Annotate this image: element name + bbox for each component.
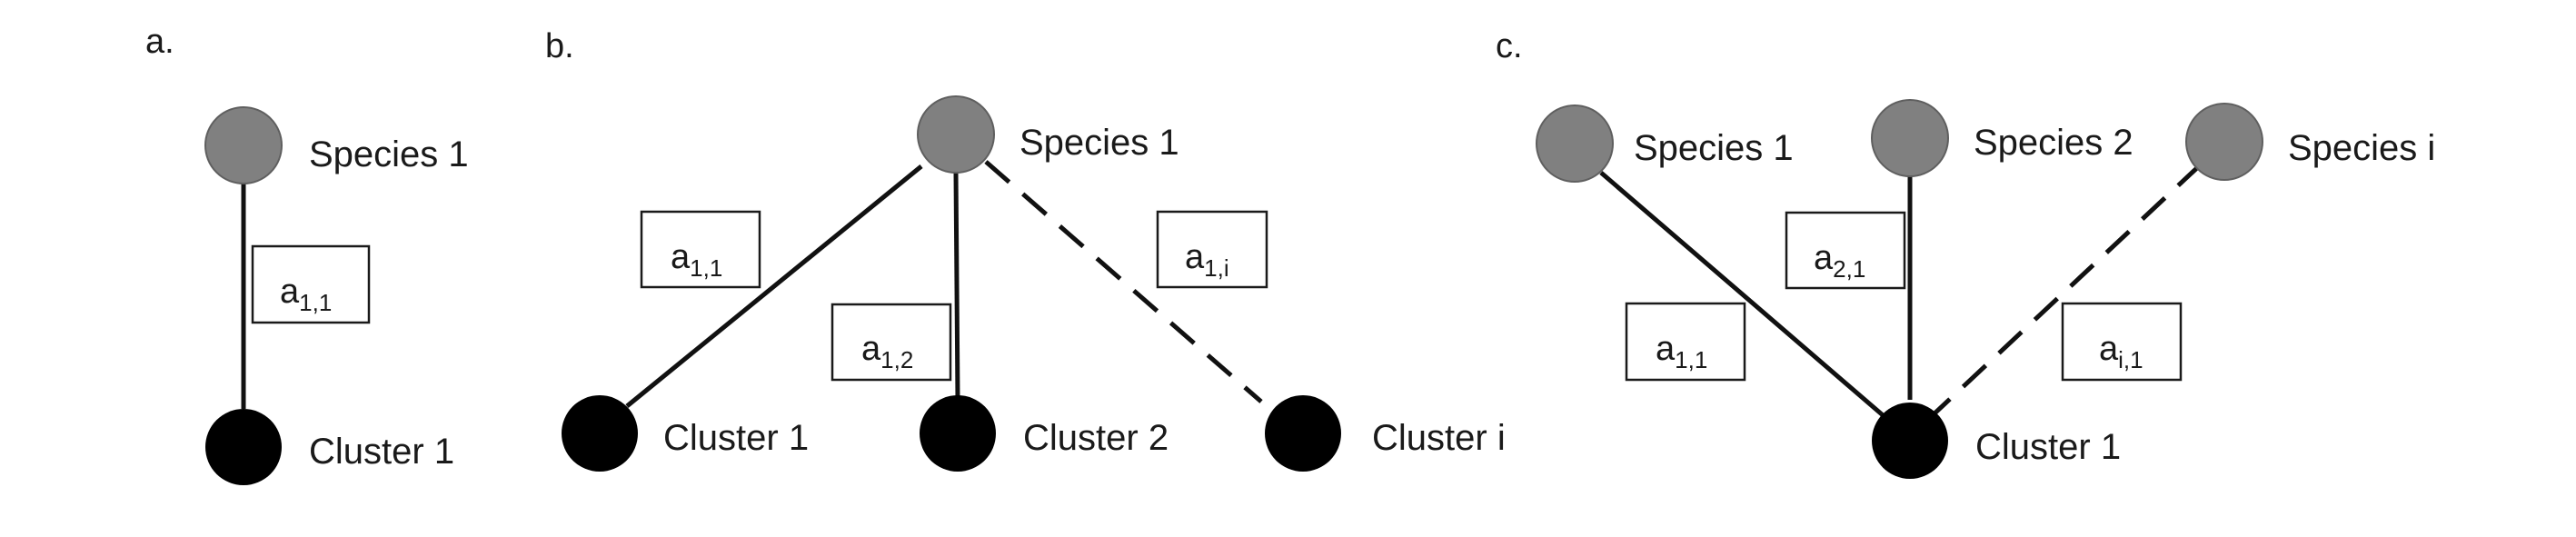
coef-base: a	[280, 273, 300, 311]
coefficient-c-2-1: a2,1	[1785, 211, 1906, 290]
cluster-node-b-i	[1265, 395, 1341, 472]
coef-base: a	[2099, 330, 2119, 368]
species-label-c-2: Species 2	[1974, 123, 2133, 163]
svg-text:a1,1: a1,1	[280, 273, 332, 316]
edge-c-speciesi-cluster1	[1932, 163, 2203, 416]
coef-subscript: 2,1	[1833, 255, 1865, 283]
species-node-c-2	[1871, 99, 1949, 177]
panel-a-letter: a.	[145, 23, 174, 61]
edge-b-species1-clusteri	[984, 160, 1263, 403]
coefficient-c-1-1: a1,1	[1625, 302, 1746, 382]
coefficient-b-1-2: a1,2	[830, 303, 952, 382]
panel-c-letter: c.	[1496, 27, 1523, 65]
species-node-a-1	[204, 106, 283, 184]
cluster-node-b-2	[920, 395, 996, 472]
species-node-b-1	[917, 95, 995, 174]
svg-text:a1,2: a1,2	[861, 330, 913, 373]
coef-base: a	[1656, 330, 1676, 368]
coef-base: a	[1814, 239, 1834, 277]
svg-text:ai,1: ai,1	[2099, 330, 2143, 373]
coefficient-a-1-1: a1,1	[251, 244, 371, 324]
coefficient-b-1-1: a1,1	[640, 210, 761, 289]
coef-subscript: 1,2	[880, 346, 913, 373]
species-label-b-1: Species 1	[1019, 123, 1179, 163]
species-label-c-1: Species 1	[1634, 128, 1794, 168]
coef-base: a	[861, 330, 881, 368]
coef-subscript: i,1	[2118, 346, 2143, 373]
cluster-node-a-1	[205, 409, 282, 485]
edge-b-species1-cluster2	[953, 172, 960, 401]
coefficient-c-i-1: ai,1	[2061, 302, 2183, 382]
coefficient-b-1-i: a1,i	[1156, 210, 1268, 289]
species-node-c-i	[2185, 103, 2263, 181]
panel-c: c. Species 1 Species 2 Species i Cluster…	[1496, 27, 2435, 479]
cluster-node-b-1	[562, 395, 638, 472]
panel-b: b. Species 1 Cluster 1 Cluster 2 Cluster…	[545, 27, 1506, 472]
coef-subscript: 1,1	[690, 254, 722, 282]
species-node-c-1	[1536, 104, 1614, 183]
edge-b-species1-cluster1	[625, 164, 923, 408]
cluster-label-c-1: Cluster 1	[1975, 427, 2121, 467]
panel-b-letter: b.	[545, 27, 574, 65]
coef-subscript: 1,1	[1675, 346, 1707, 373]
edge-c-species1-cluster1	[1599, 171, 1890, 422]
panel-a: a. Species 1 Cluster 1 a1,1	[145, 23, 469, 485]
svg-text:a1,i: a1,i	[1185, 238, 1229, 282]
cluster-label-a-1: Cluster 1	[309, 432, 454, 472]
cluster-node-c-1	[1872, 403, 1948, 479]
coef-base: a	[671, 238, 691, 276]
species-label-c-i: Species i	[2288, 128, 2435, 168]
svg-text:a2,1: a2,1	[1814, 239, 1865, 283]
species-label-a-1: Species 1	[309, 134, 469, 174]
coef-base: a	[1185, 238, 1205, 276]
svg-text:a1,1: a1,1	[1656, 330, 1707, 373]
coef-subscript: 1,i	[1204, 254, 1228, 282]
svg-text:a1,1: a1,1	[671, 238, 722, 282]
cluster-label-b-1: Cluster 1	[663, 418, 809, 458]
coef-subscript: 1,1	[299, 289, 332, 316]
cluster-label-b-i: Cluster i	[1372, 418, 1506, 458]
cluster-label-b-2: Cluster 2	[1023, 418, 1169, 458]
